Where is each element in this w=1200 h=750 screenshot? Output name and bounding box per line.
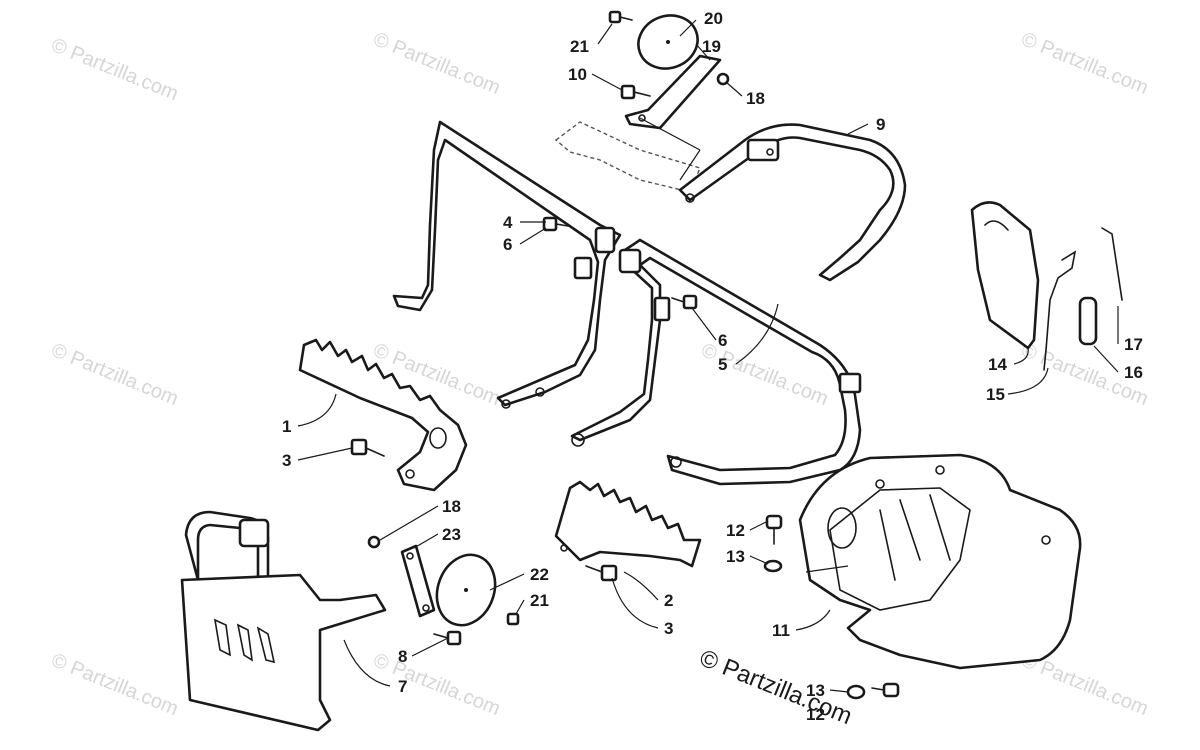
callout-3: 3: [282, 451, 291, 470]
screw-12-lower: [871, 682, 900, 698]
reflector-bracket-top: [624, 54, 722, 130]
watermark-main: © Partzilla.com: [696, 645, 856, 731]
footpeg-right-2: [554, 480, 702, 568]
bolt-6-right: [671, 294, 698, 310]
frame-bracket-right-5: [570, 238, 862, 486]
bolt-3-left: [350, 438, 385, 457]
callout-16: 16: [1124, 363, 1143, 382]
bolt-6-left: [542, 216, 569, 232]
callout-2: 2: [664, 591, 673, 610]
bolt-3-right: [585, 564, 618, 582]
hex-key-17: [1101, 227, 1123, 301]
screw-21: [506, 612, 520, 626]
spring-clip-15: [1043, 250, 1077, 371]
callout-13: 13: [726, 547, 745, 566]
pin-16: [1078, 296, 1098, 346]
callout-12: 12: [806, 705, 825, 724]
callout-20: 20: [704, 9, 723, 28]
bolt-10: [620, 84, 651, 100]
callout-21: 21: [570, 37, 589, 56]
nut-18-top: [716, 72, 730, 86]
cover-14: [970, 201, 1040, 350]
watermark: © Partzilla.com: [1018, 28, 1151, 99]
screw-12-upper: [765, 514, 783, 545]
callout-3: 3: [664, 619, 673, 638]
callout-5: 5: [718, 355, 727, 374]
callout-9: 9: [876, 115, 885, 134]
reflector-disc-top: [637, 14, 699, 70]
ghost-bracket: [554, 121, 701, 193]
reflector-disc-22: [435, 553, 497, 627]
footpeg-left-1: [298, 338, 468, 492]
callout-labels: 20 21 19 10 18 9 4 6 6 5 1 3 17 14 16 15…: [282, 9, 1143, 724]
callout-18: 18: [442, 497, 461, 516]
strap-23: [400, 544, 436, 618]
watermark: © Partzilla.com: [48, 649, 181, 720]
washer-13-lower: [846, 684, 866, 700]
callout-13: 13: [806, 681, 825, 700]
callout-17: 17: [1124, 335, 1143, 354]
callout-15: 15: [986, 385, 1005, 404]
callout-22: 22: [530, 565, 549, 584]
callout-8: 8: [398, 647, 407, 666]
leader-lines: [297, 19, 1119, 693]
front-bumper-7: [180, 510, 387, 732]
callout-6: 6: [718, 331, 727, 350]
callout-21: 21: [530, 591, 549, 610]
skid-plate-11: [798, 453, 1082, 670]
watermark: © Partzilla.com: [48, 34, 181, 105]
rear-bar-9: [678, 123, 907, 282]
watermark: © Partzilla.com: [48, 339, 181, 410]
callout-10: 10: [568, 65, 587, 84]
callout-4: 4: [503, 213, 513, 232]
callout-12: 12: [726, 521, 745, 540]
watermark: © Partzilla.com: [370, 28, 503, 99]
callout-18: 18: [746, 89, 765, 108]
frame-bracket-left-4: [392, 120, 622, 409]
screw-top: [608, 10, 633, 24]
watermark: © Partzilla.com: [370, 649, 503, 720]
washer-13-upper: [763, 559, 783, 573]
callout-7: 7: [398, 677, 407, 696]
callout-1: 1: [282, 417, 291, 436]
callout-11: 11: [772, 621, 790, 640]
callout-14: 14: [988, 355, 1007, 374]
callout-19: 19: [702, 37, 721, 56]
nut-18-left: [367, 535, 381, 549]
callout-23: 23: [442, 525, 461, 544]
callout-6: 6: [503, 235, 512, 254]
